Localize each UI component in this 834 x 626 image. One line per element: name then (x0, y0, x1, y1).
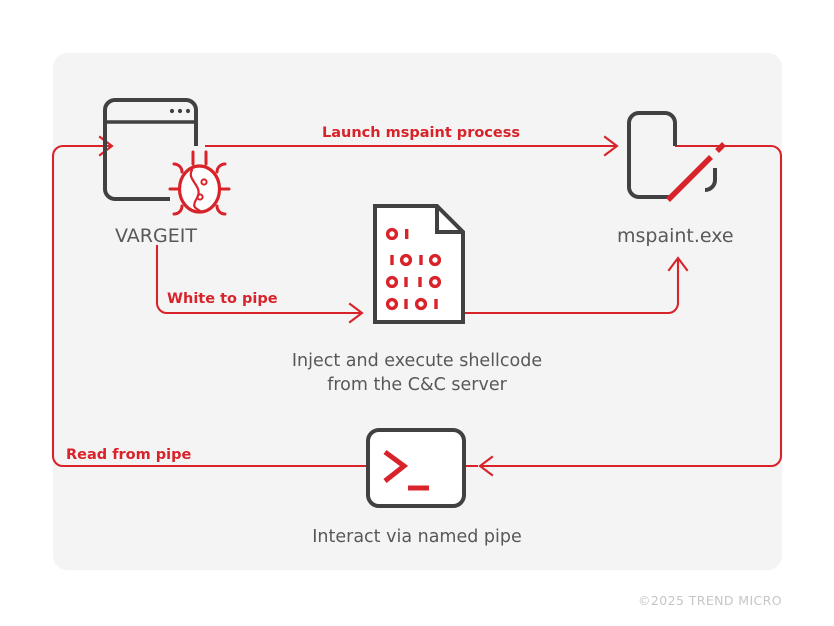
document-binary-row-2 (385, 275, 442, 289)
node-vargeit-label: VARGEIT (115, 225, 197, 247)
document-binary-rows (385, 227, 442, 311)
node-mspaint[interactable]: mspaint.exe (617, 111, 734, 247)
bug-body (177, 164, 222, 214)
document-binary-row-1 (390, 253, 442, 267)
edge-label-write-to-pipe: White to pipe (167, 291, 278, 307)
terminal-caption: Interact via named pipe (312, 527, 522, 547)
bug-leg-upper-right (215, 162, 227, 174)
terminal-chevron-icon (383, 449, 409, 483)
browser-window-dot-1 (169, 108, 175, 114)
edge-write-to-pipe-arrowhead (348, 302, 364, 324)
edge-inject-to-mspaint-line (465, 258, 680, 315)
edge-mspaint-to-terminal (478, 144, 783, 477)
browser-window-outline (103, 98, 198, 201)
mspaint-square-corner-arc (704, 168, 717, 192)
binary-document-icon (373, 204, 465, 324)
document-binary-row-3 (385, 297, 438, 311)
bug-icon (168, 150, 231, 216)
node-mspaint-label: mspaint.exe (617, 225, 734, 247)
mspaint-square-outline (627, 111, 677, 199)
shellcode-caption-line-1: Inject and execute shellcode (292, 351, 542, 371)
bug-spot-lower (196, 193, 204, 201)
node-shellcode-document[interactable]: Inject and execute shellcode from the C&… (292, 204, 542, 395)
terminal-window-outline (366, 428, 466, 508)
bug-leg-lower-right (215, 204, 227, 216)
bug-spot-upper (200, 178, 208, 186)
edge-label-read-from-pipe: Read from pipe (66, 447, 192, 463)
shellcode-caption-line-2: from the C&C server (327, 375, 507, 395)
edge-write-to-pipe (155, 245, 364, 324)
edge-mspaint-to-terminal-line (480, 144, 783, 468)
paint-brush-square-icon (627, 111, 726, 202)
mspaint-brush-tip (715, 142, 726, 153)
node-terminal[interactable]: Interact via named pipe (312, 428, 522, 547)
bug-leg-upper-left (172, 162, 184, 174)
mspaint-brush-stroke (666, 155, 713, 202)
terminal-prompt-icon (366, 428, 466, 508)
bug-leg-lower-left (172, 204, 184, 216)
edge-label-launch-mspaint: Launch mspaint process (322, 125, 520, 141)
edge-inject-to-mspaint-arrowhead (667, 256, 689, 272)
edge-read-from-pipe-line (51, 144, 478, 468)
edge-write-to-pipe-line (155, 245, 362, 315)
edge-inject-to-mspaint (465, 256, 689, 315)
document-binary-row-0 (385, 227, 409, 241)
copyright-notice: ©2025 TREND MICRO (638, 593, 782, 608)
document-folded-corner (435, 206, 463, 234)
edge-launch-mspaint-arrowhead (603, 135, 619, 157)
browser-window-dot-3 (185, 108, 191, 114)
edge-launch-mspaint (205, 135, 619, 157)
browser-window-icon (103, 98, 198, 201)
browser-window-dot-2 (177, 108, 183, 114)
node-vargeit[interactable]: VARGEIT (103, 98, 231, 247)
edge-mspaint-to-terminal-arrowhead (478, 455, 494, 477)
